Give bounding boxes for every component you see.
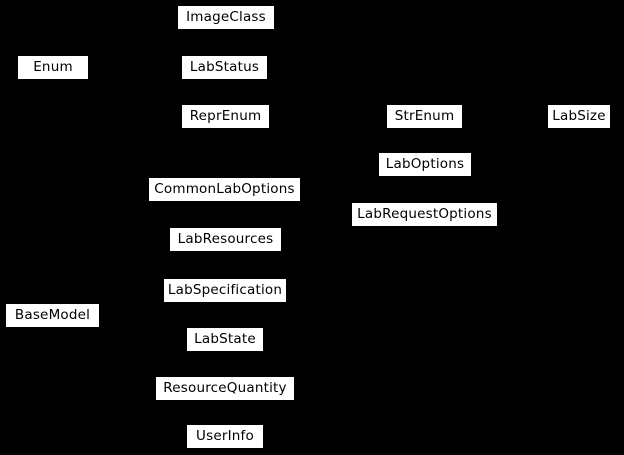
class-node-resourcequantity[interactable]: ResourceQuantity bbox=[155, 376, 295, 401]
class-node-labresources[interactable]: LabResources bbox=[169, 227, 282, 252]
class-node-labsize[interactable]: LabSize bbox=[547, 104, 611, 129]
class-node-basemodel[interactable]: BaseModel bbox=[5, 303, 100, 328]
class-node-laboptions[interactable]: LabOptions bbox=[378, 152, 472, 177]
class-node-reprenum[interactable]: ReprEnum bbox=[181, 104, 270, 129]
class-node-userinfo[interactable]: UserInfo bbox=[186, 424, 264, 449]
class-node-strenum[interactable]: StrEnum bbox=[386, 104, 463, 129]
class-node-imageclass[interactable]: ImageClass bbox=[177, 5, 275, 30]
class-node-labstate[interactable]: LabState bbox=[186, 327, 264, 352]
class-node-labrequestoptions[interactable]: LabRequestOptions bbox=[351, 202, 498, 227]
class-node-commonlaboptions[interactable]: CommonLabOptions bbox=[148, 177, 301, 202]
class-node-labstatus[interactable]: LabStatus bbox=[181, 55, 268, 80]
class-node-labspecification[interactable]: LabSpecification bbox=[163, 278, 287, 303]
class-node-enum[interactable]: Enum bbox=[17, 55, 89, 80]
